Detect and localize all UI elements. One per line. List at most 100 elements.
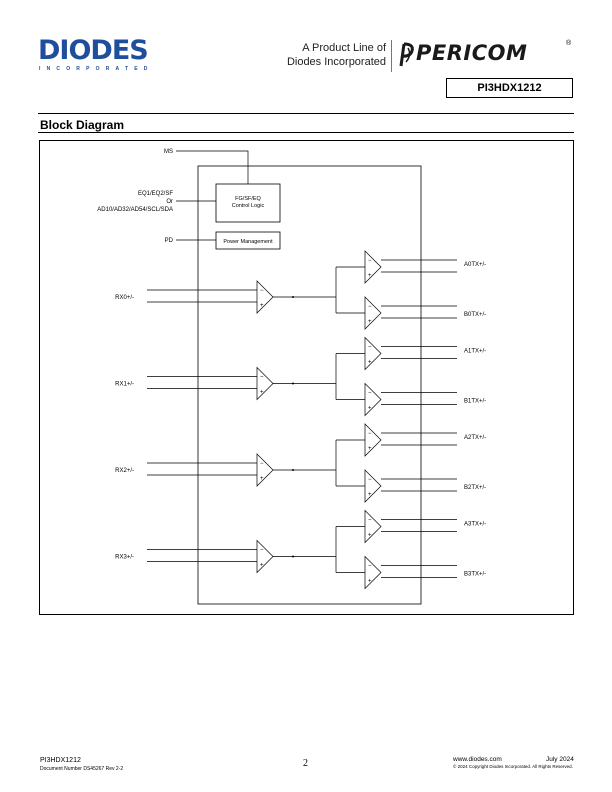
rx-buffer-1 xyxy=(256,366,274,401)
power-management-block xyxy=(215,231,281,250)
pericom-mark-icon xyxy=(399,42,414,67)
footer-doc-number: Document Number DS45267 Rev 2-2 xyxy=(40,766,124,772)
section-title: Block Diagram xyxy=(40,118,125,132)
tx-driver-a-1-minus: − xyxy=(368,345,372,351)
rx-output-0 xyxy=(273,266,365,314)
rx-label-1: RX1+/- xyxy=(115,382,134,388)
rx-node-3 xyxy=(292,555,294,558)
rx-input-lines-2 xyxy=(147,462,257,476)
part-number-box: PI3HDX1212 xyxy=(446,78,573,98)
tx-driver-a-0-plus: + xyxy=(368,273,372,279)
control-logic-line2: Control Logic xyxy=(232,203,265,209)
tx-driver-a-3 xyxy=(364,509,382,544)
block-diagram: MS EQ1/EQ2/SF Or AD10/AD32/AD54/SCL/SDA … xyxy=(39,140,574,615)
tx-driver-b-1 xyxy=(364,382,382,417)
rx-node-0 xyxy=(292,296,294,298)
channels: RX0+/- − + − + − + A0TX+/- B0TX+/- RX1+/- − + − + − + A1… xyxy=(115,250,486,590)
rx-buffer-0-plus: + xyxy=(260,303,264,309)
tx-driver-b-2-plus: + xyxy=(368,492,372,498)
tx-label-b-0: B0TX+/- xyxy=(464,312,486,318)
tx-label-a-0: A0TX+/- xyxy=(464,262,486,268)
tx-output-b-0 xyxy=(381,305,457,319)
rx-label-3: RX3+/- xyxy=(115,555,134,561)
tx-driver-a-0-minus: − xyxy=(368,258,372,264)
tx-label-b-1: B1TX+/- xyxy=(464,399,486,405)
tx-driver-b-2-minus: − xyxy=(368,477,372,483)
rx-buffer-3-minus: − xyxy=(260,548,264,554)
tx-driver-b-3-minus: − xyxy=(368,564,372,570)
tx-driver-b-0-plus: + xyxy=(368,319,372,325)
tx-driver-a-1 xyxy=(364,336,382,371)
diagram-frame xyxy=(39,140,574,615)
footer-part: PI3HDX1212 xyxy=(40,757,81,764)
diodes-logo: DIODES INCORPORATED xyxy=(38,36,166,76)
ms-line xyxy=(176,150,249,184)
tx-output-b-2 xyxy=(381,478,457,492)
tx-driver-b-3-plus: + xyxy=(368,579,372,585)
control-logic-line1: FG/SF/EQ xyxy=(235,196,261,202)
tx-label-a-2: A2TX+/- xyxy=(464,435,486,441)
rx-output-1 xyxy=(273,353,365,400)
control-logic-block xyxy=(215,183,281,223)
rx-label-2: RX2+/- xyxy=(115,468,134,474)
product-line-2: Diodes Incorporated xyxy=(286,55,386,68)
tx-label-b-3: B3TX+/- xyxy=(464,572,486,578)
tx-output-a-0 xyxy=(381,259,457,273)
pd-label: PD xyxy=(165,238,174,244)
tx-driver-a-3-plus: + xyxy=(368,533,372,539)
header-separator xyxy=(391,40,392,72)
tx-driver-b-3 xyxy=(364,555,382,590)
rx-input-lines-0 xyxy=(147,289,257,303)
rx-input-lines-1 xyxy=(147,376,257,389)
rx-buffer-1-minus: − xyxy=(260,375,264,381)
tx-driver-b-1-plus: + xyxy=(368,406,372,412)
power-management-label: Power Management xyxy=(223,239,273,245)
section-rule-top xyxy=(38,113,574,114)
tx-output-a-2 xyxy=(381,432,457,446)
tx-label-a-1: A1TX+/- xyxy=(464,349,486,355)
ctrl-input-2: Or xyxy=(166,199,173,205)
tx-driver-b-2 xyxy=(364,469,382,503)
diodes-logo-sub: INCORPORATED xyxy=(39,66,154,72)
rx-output-3 xyxy=(273,526,365,573)
footer-left: PI3HDX1212 Document Number DS45267 Rev 2… xyxy=(40,756,123,774)
tx-driver-a-2 xyxy=(364,423,382,457)
rx-buffer-0-minus: − xyxy=(260,288,264,294)
tx-label-b-2: B2TX+/- xyxy=(464,485,486,491)
tx-driver-a-2-minus: − xyxy=(368,431,372,437)
ctrl-input-1: EQ1/EQ2/SF xyxy=(138,191,173,197)
rx-buffer-3-plus: + xyxy=(260,563,264,569)
rx-input-lines-3 xyxy=(147,549,257,562)
tx-driver-b-0-minus: − xyxy=(368,304,372,310)
diodes-logo-word: DIODES xyxy=(38,35,149,66)
ms-label: MS xyxy=(164,149,173,155)
tx-output-a-3 xyxy=(381,519,457,532)
product-line-text: A Product Line of Diodes Incorporated xyxy=(287,42,386,69)
footer-website[interactable]: www.diodes.com xyxy=(453,756,502,763)
rx-node-2 xyxy=(292,469,294,471)
section-rule-bottom xyxy=(38,132,574,133)
tx-output-b-3 xyxy=(381,565,457,578)
chip-body xyxy=(197,165,422,605)
rx-node-1 xyxy=(292,382,294,385)
rx-output-2 xyxy=(273,439,365,487)
page-number: 2 xyxy=(303,758,308,769)
registered-icon: ® xyxy=(566,40,572,47)
rx-buffer-0 xyxy=(256,280,274,314)
rx-buffer-3 xyxy=(256,539,274,574)
tx-output-a-1 xyxy=(381,346,457,359)
ctrl-input-3: AD10/AD32/AD54/SCL/SDA xyxy=(97,207,173,213)
product-line-1: A Product Line of xyxy=(302,42,386,54)
tx-driver-b-1-minus: − xyxy=(368,391,372,397)
tx-output-b-1 xyxy=(381,392,457,405)
pericom-logo-word: PERICOM xyxy=(416,41,528,65)
rx-label-0: RX0+/- xyxy=(115,295,134,301)
tx-driver-a-1-plus: + xyxy=(368,360,372,366)
tx-driver-a-2-plus: + xyxy=(368,446,372,452)
rx-buffer-2-plus: + xyxy=(260,476,264,482)
rx-buffer-2 xyxy=(256,453,274,487)
tx-driver-a-0 xyxy=(364,250,382,284)
rx-buffer-1-plus: + xyxy=(260,390,264,396)
footer-date: July 2024 xyxy=(546,756,574,763)
tx-driver-b-0 xyxy=(364,296,382,330)
